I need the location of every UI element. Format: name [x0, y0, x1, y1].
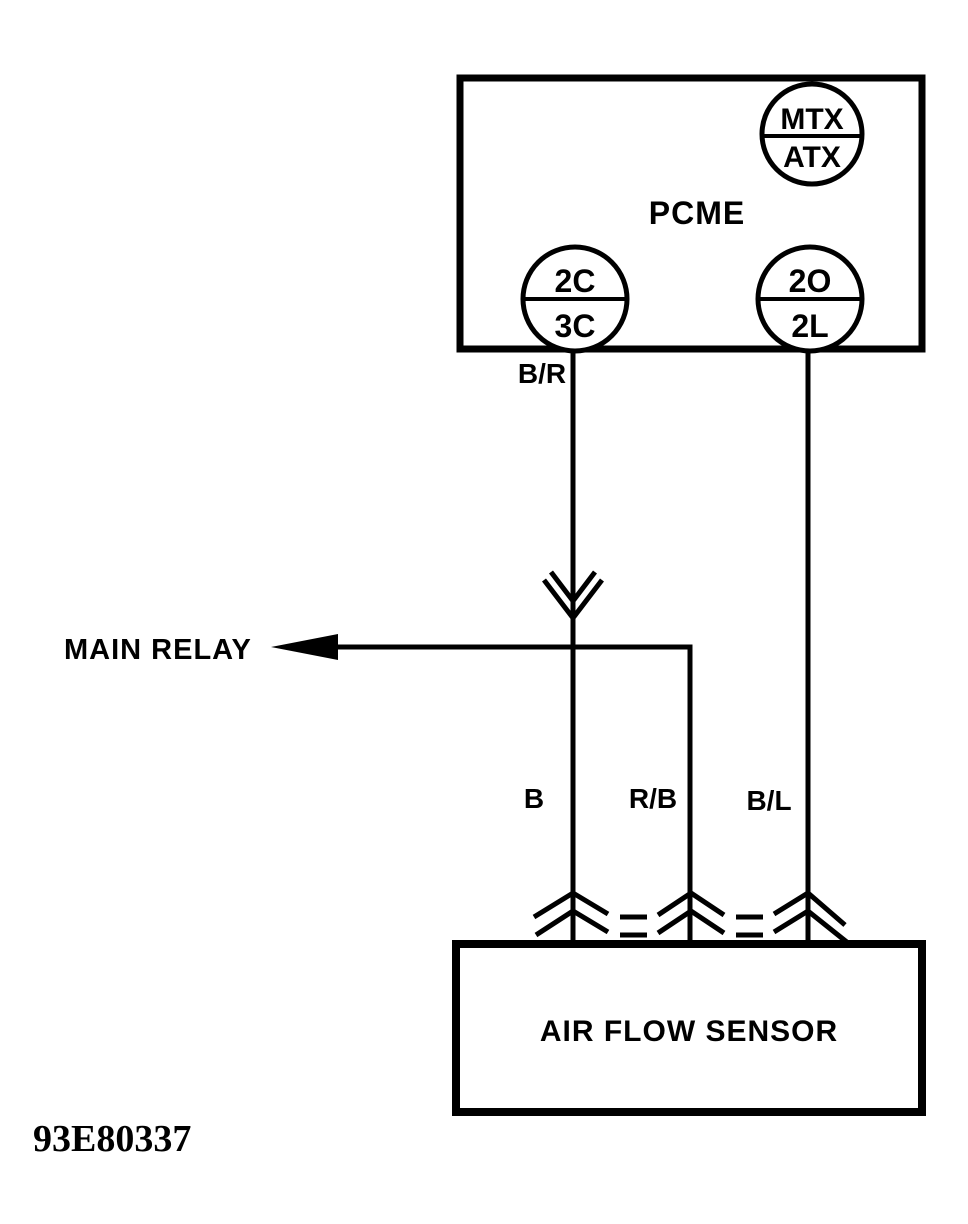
harness-break-lower — [534, 907, 850, 945]
connector-bottom-label: 3C — [555, 308, 596, 344]
arrow-left-icon — [271, 634, 338, 660]
badge-top-label: MTX — [780, 103, 843, 136]
harness-break-icon — [532, 889, 850, 945]
wire-label-br: B/R — [518, 358, 566, 389]
connector-bottom-label: 2L — [791, 308, 828, 344]
connector-2c-3c: 2C 3C — [520, 244, 630, 354]
connector-top-label: 2C — [555, 263, 596, 299]
wire-label-rb: R/B — [629, 783, 677, 814]
mtx-atx-badge: MTX ATX — [759, 81, 865, 187]
double-chevron-icon — [542, 570, 604, 623]
pcme-box — [456, 74, 926, 353]
air-flow-sensor-label: AIR FLOW SENSOR — [540, 1015, 838, 1048]
badge-bottom-label: ATX — [783, 141, 841, 174]
wire-main-relay-r-b — [335, 644, 693, 941]
wire-label-b: B — [524, 783, 544, 814]
pcme-label: PCME — [649, 195, 745, 231]
figure-id: 93E80337 — [33, 1118, 191, 1160]
harness-break-upper — [532, 889, 847, 927]
main-relay-label: MAIN RELAY — [64, 634, 252, 666]
wires — [335, 348, 811, 941]
connector-2o-2l: 2O 2L — [755, 244, 865, 354]
chevron-lower — [542, 578, 604, 623]
air-flow-sensor-box — [452, 940, 926, 1116]
connector-top-label: 2O — [789, 263, 832, 299]
chevron-upper — [549, 570, 597, 606]
wire-label-bl: B/L — [746, 785, 791, 816]
